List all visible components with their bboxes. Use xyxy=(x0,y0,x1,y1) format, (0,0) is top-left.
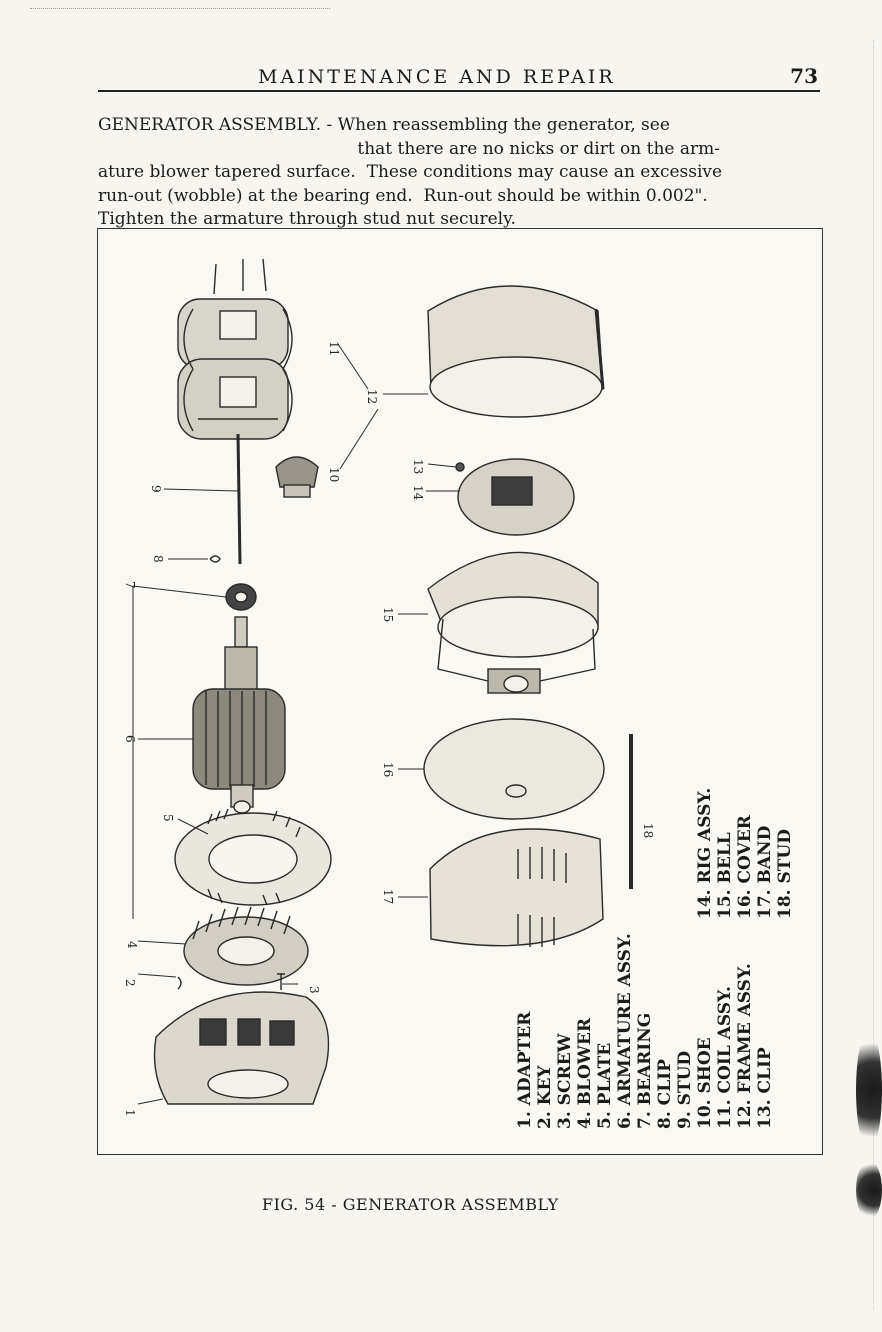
plate-drawing xyxy=(174,808,332,906)
callout-13: 13 xyxy=(411,459,425,474)
blower-drawing xyxy=(183,906,309,986)
bell-drawing xyxy=(427,551,599,694)
parts-list-item: 4. BLOWER xyxy=(575,1017,595,1129)
body-line: run-out (wobble) at the bearing end. Run… xyxy=(98,185,708,206)
callout-17: 17 xyxy=(381,889,395,904)
band-drawing xyxy=(429,828,604,947)
shoe-drawing xyxy=(275,456,319,498)
callout-2: 2 xyxy=(123,979,137,987)
parts-list-item: 10. SHOE xyxy=(695,1037,715,1129)
parts-list-item: 16. COVER xyxy=(735,814,755,919)
cover-drawing xyxy=(423,718,605,820)
body-line: that there are no nicks or dirt on the a… xyxy=(98,138,721,159)
stud-drawing xyxy=(236,433,242,565)
parts-list-item: 11. COIL ASSY. xyxy=(715,986,735,1129)
leader-lines xyxy=(132,343,460,1105)
parts-list-item: 13. CLIP xyxy=(755,1047,775,1129)
exploded-view-drawing: 1 2 3 4 5 6 7 8 9 10 11 12 13 14 15 16 1… xyxy=(123,258,795,1129)
callout-10: 10 xyxy=(327,467,341,482)
parts-list-item: 1. ADAPTER xyxy=(515,1011,535,1129)
ink-smudge-top xyxy=(856,1030,882,1150)
armature-drawing xyxy=(192,616,286,814)
parts-list: 1. ADAPTER 2. KEY 3. SCREW 4. BLOWER 5. … xyxy=(515,788,795,1129)
callout-7: 7 xyxy=(123,581,137,589)
parts-list-item: 5. PLATE xyxy=(595,1043,615,1129)
parts-list-item: 2. KEY xyxy=(535,1065,555,1129)
callout-6: 6 xyxy=(123,735,137,743)
coil-assembly-drawing xyxy=(177,258,293,440)
callout-15: 15 xyxy=(381,607,395,622)
callout-12: 12 xyxy=(365,389,379,404)
clip-drawing xyxy=(209,555,221,563)
adapter-drawing xyxy=(153,991,330,1105)
page-header: MAINTENANCE AND REPAIR 73 xyxy=(98,64,820,92)
callout-5: 5 xyxy=(161,814,175,822)
callout-11: 11 xyxy=(327,341,341,356)
callout-16: 16 xyxy=(381,762,395,777)
rig-assembly-drawing xyxy=(455,458,575,536)
callout-4: 4 xyxy=(125,941,139,949)
parts-list-item: 9. STUD xyxy=(675,1051,695,1129)
callout-8: 8 xyxy=(151,555,165,563)
key-drawing xyxy=(177,976,182,990)
parts-list-item: 3. SCREW xyxy=(555,1032,575,1129)
callout-3: 3 xyxy=(307,986,321,994)
callout-14: 14 xyxy=(411,485,425,501)
parts-list-item: 8. CLIP xyxy=(655,1059,675,1129)
body-paragraph: GENERATOR ASSEMBLY. - When reassembling … xyxy=(98,114,822,232)
scan-artifact-line xyxy=(30,8,330,9)
running-head: MAINTENANCE AND REPAIR xyxy=(258,66,616,88)
frame-drawing xyxy=(427,285,605,418)
screw-drawing xyxy=(277,973,285,990)
callout-1: 1 xyxy=(123,1109,137,1117)
parts-list-item: 18. STUD xyxy=(775,829,795,919)
callout-18: 18 xyxy=(641,823,655,838)
page-edge xyxy=(873,40,874,1310)
parts-list-item: 6. ARMATURE ASSY. xyxy=(615,933,635,1129)
page-number: 73 xyxy=(790,64,818,88)
body-line: GENERATOR ASSEMBLY. - When reassembling … xyxy=(98,115,670,135)
parts-list-item: 7. BEARING xyxy=(635,1013,655,1129)
ink-smudge-bottom xyxy=(856,1160,882,1220)
callout-9: 9 xyxy=(149,485,163,493)
figure-generator-assembly: 1 2 3 4 5 6 7 8 9 10 11 12 13 14 15 16 1… xyxy=(97,228,823,1155)
bearing-drawing xyxy=(225,583,257,611)
parts-list-item: 17. BAND xyxy=(755,825,775,919)
body-line: Tighten the armature through stud nut se… xyxy=(98,209,516,229)
parts-list-item: 15. BELL xyxy=(715,832,735,919)
figure-caption: FIG. 54 - GENERATOR ASSEMBLY xyxy=(262,1195,559,1214)
parts-list-item: 12. FRAME ASSY. xyxy=(735,963,755,1129)
parts-list-item: 14. RIG ASSY. xyxy=(695,788,715,919)
body-line: ature blower tapered surface. These cond… xyxy=(98,162,723,182)
